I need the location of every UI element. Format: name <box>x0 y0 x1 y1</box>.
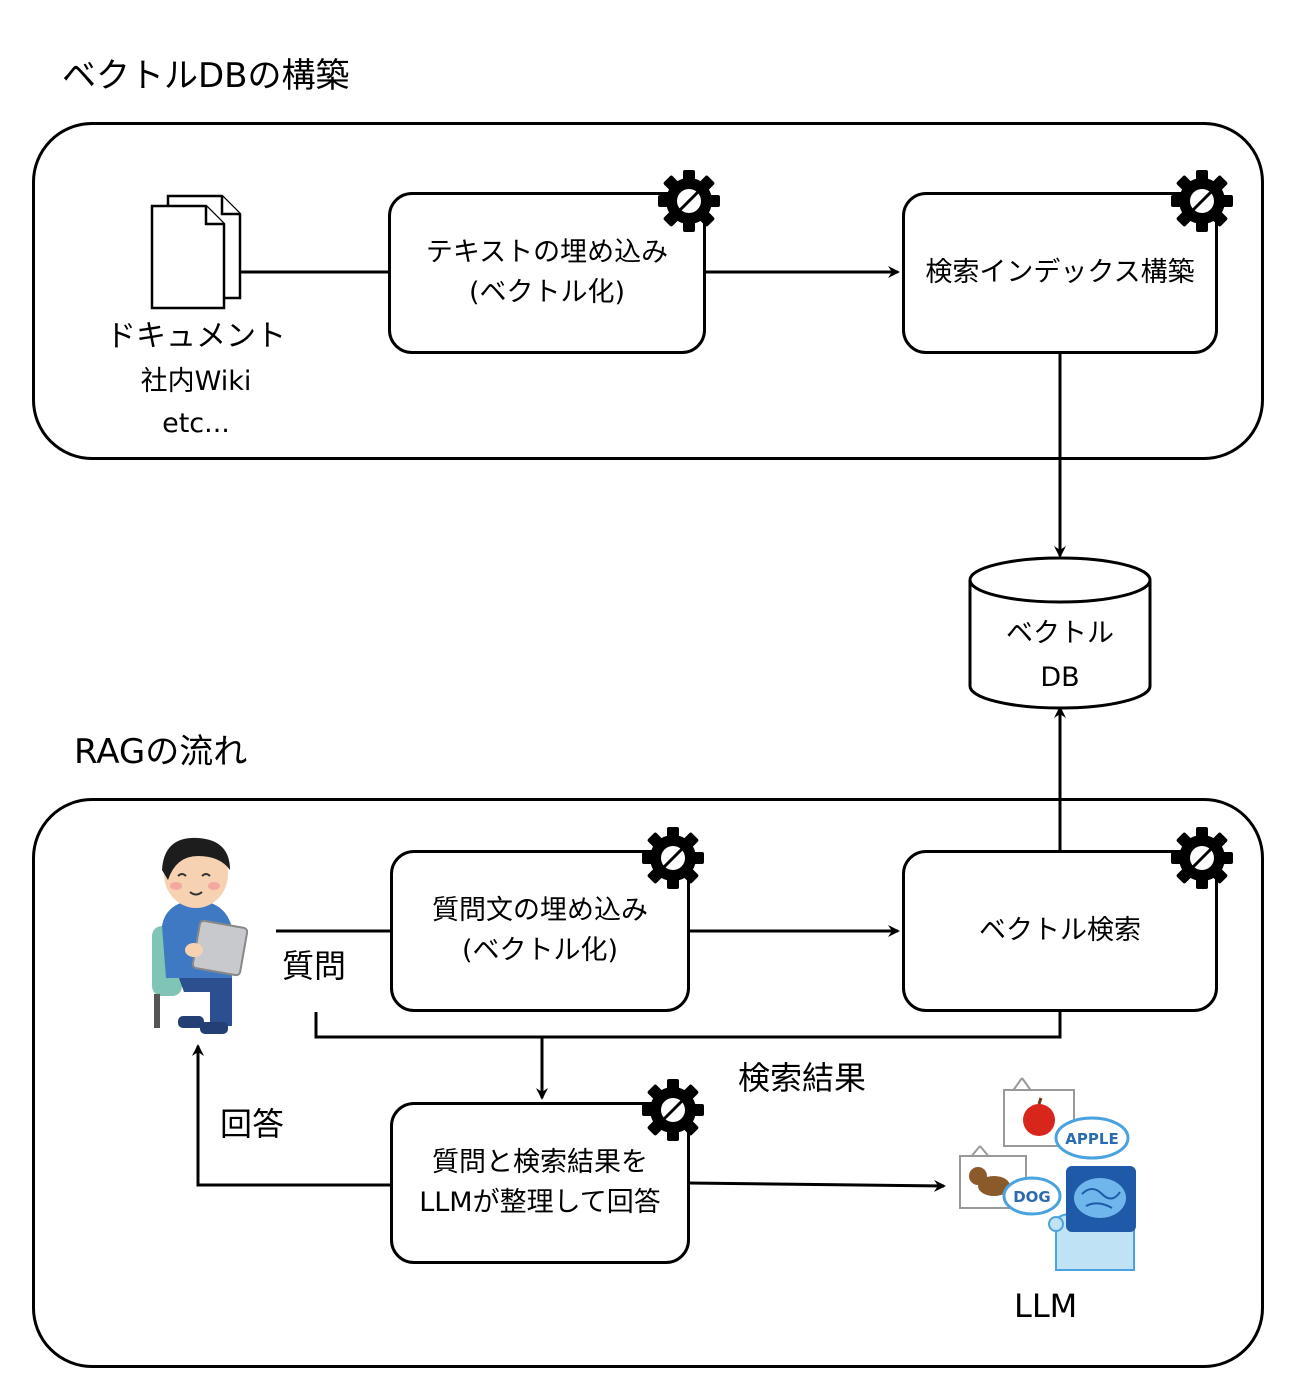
query-embedding-box-line1: 質問文の埋め込み <box>432 895 648 926</box>
vector-db-build-panel <box>32 122 1264 460</box>
user-with-tablet-illustration <box>152 837 249 1034</box>
answer-to-llm-arrow <box>687 1179 946 1192</box>
vector-db-label: ベクトル DB <box>970 612 1150 700</box>
llm-answer-box-line2: LLMが整理して回答 <box>419 1187 661 1218</box>
dog-word: DOG <box>1013 1188 1051 1206</box>
vector-db-cylinder <box>968 556 1152 710</box>
query-embedding-box: 質問文の埋め込み (ベクトル化) <box>390 850 690 1012</box>
document-icon <box>150 194 242 310</box>
text-embedding-box-line1: テキストの埋め込み <box>425 237 669 268</box>
section-title-vector-db: ベクトルDBの構築 <box>62 56 350 96</box>
vector-search-box-line1: ベクトル検索 <box>979 915 1141 946</box>
llm-label: LLM <box>1014 1287 1078 1325</box>
gear-icon <box>1170 169 1234 233</box>
text-embedding-box: テキストの埋め込み (ベクトル化) <box>388 192 706 354</box>
search-index-box-line1: 検索インデックス構築 <box>925 257 1195 288</box>
documents-label: ドキュメント 社内Wiki etc... <box>96 314 296 444</box>
documents-label-line2: 社内Wiki <box>140 366 252 397</box>
gear-icon <box>657 169 721 233</box>
vector-search-box: ベクトル検索 <box>902 850 1218 1012</box>
gear-icon <box>641 1078 705 1142</box>
search-result-label: 検索結果 <box>738 1059 867 1097</box>
vector-db-label-line2: DB <box>1040 662 1080 693</box>
apple-word: APPLE <box>1065 1130 1118 1148</box>
documents-label-line3: etc... <box>162 408 230 439</box>
query-embedding-box-line2: (ベクトル化) <box>461 935 619 966</box>
search-index-box: 検索インデックス構築 <box>902 192 1218 354</box>
vector-db-label-line1: ベクトル <box>1006 618 1114 649</box>
question-and-result-merge-line <box>314 1012 1062 1039</box>
llm-illustration: APPLE DOG <box>959 1077 1136 1271</box>
question-label: 質問 <box>282 947 347 985</box>
documents-label-line1: ドキュメント <box>106 319 286 354</box>
gear-icon <box>641 826 705 890</box>
llm-answer-box-line1: 質問と検索結果を <box>432 1147 648 1178</box>
rag-flow-panel <box>32 798 1264 1368</box>
gear-icon <box>1170 826 1234 890</box>
llm-answer-box: 質問と検索結果を LLMが整理して回答 <box>390 1102 690 1264</box>
answer-label: 回答 <box>220 1105 285 1143</box>
answer-to-user-arrow <box>192 1044 392 1187</box>
section-title-rag-flow: RAGの流れ <box>74 732 248 772</box>
text-embedding-box-line2: (ベクトル化) <box>468 277 626 308</box>
